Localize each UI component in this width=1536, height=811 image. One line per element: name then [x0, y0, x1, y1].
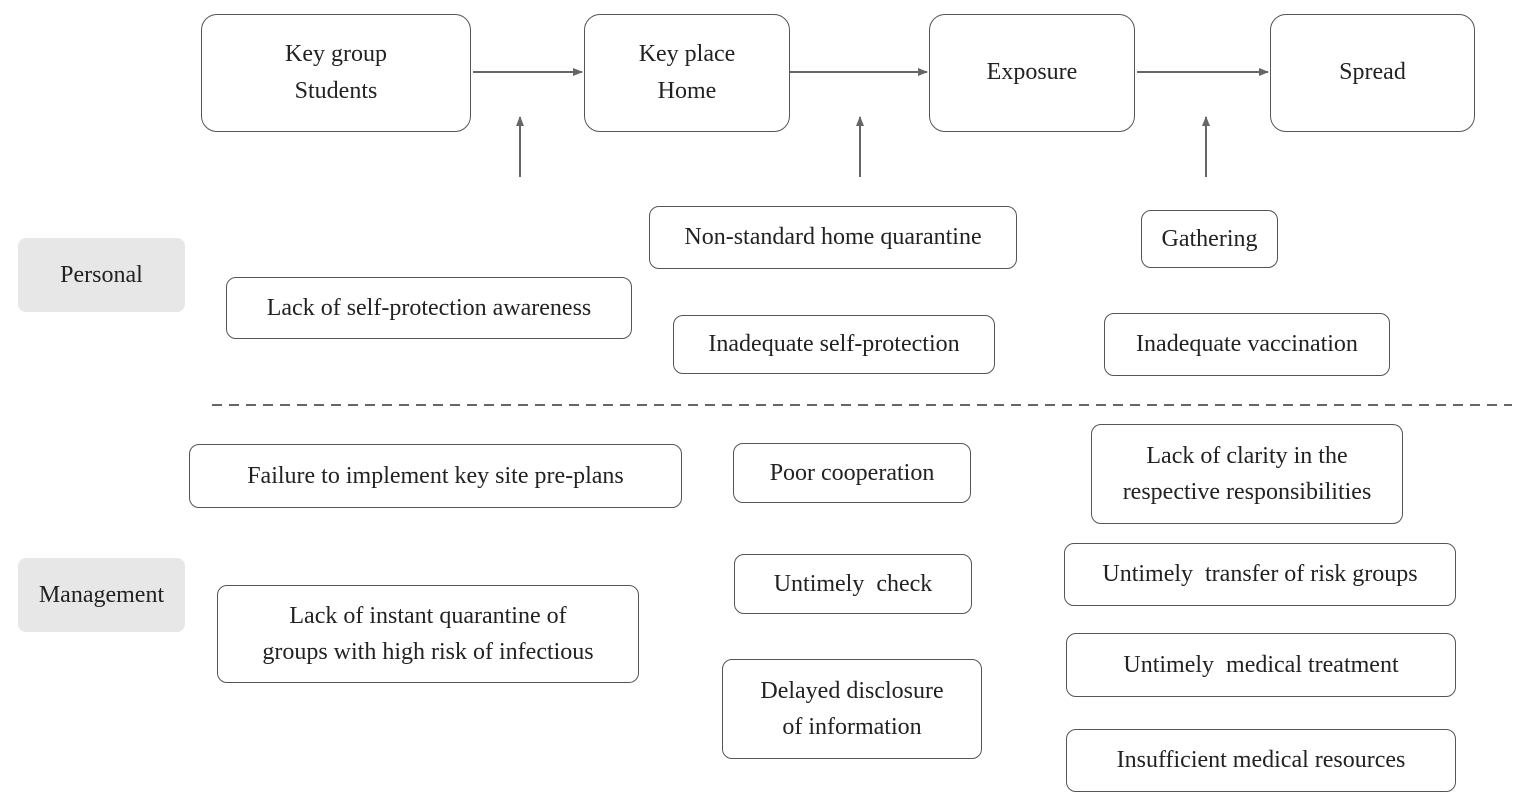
factor-site-preplans-label: Failure to implement key site pre-plans: [247, 462, 624, 489]
factor-untimely-check-label: Untimely check: [773, 570, 933, 597]
factor-delayed-disclosure: Delayed disclosure of information: [722, 659, 982, 759]
key-group-title: Key group: [285, 40, 387, 67]
factor-responsibilities-line1: Lack of clarity in the: [1146, 443, 1348, 469]
factor-medical-resources-label: Insufficient medical resources: [1116, 747, 1406, 774]
factor-home-quarantine: Non-standard home quarantine: [649, 206, 1017, 269]
factor-delayed-disclosure-line1: Delayed disclosure: [760, 678, 944, 704]
spread-label: Spread: [1339, 59, 1406, 86]
key-group-box: Key group Students: [201, 14, 471, 132]
factor-self-protection-awareness: Lack of self-protection awareness: [226, 277, 632, 339]
key-place-title: Key place: [638, 40, 736, 67]
factor-gathering: Gathering: [1141, 210, 1278, 268]
factor-self-protection-awareness-label: Lack of self-protection awareness: [266, 294, 592, 321]
factor-instant-quarantine-line1: Lack of instant quarantine of: [289, 603, 567, 629]
factor-medical-treatment: Untimely medical treatment: [1066, 633, 1456, 697]
factor-medical-resources: Insufficient medical resources: [1066, 729, 1456, 792]
category-personal: Personal: [18, 238, 185, 312]
category-management: Management: [18, 558, 185, 632]
spread-box: Spread: [1270, 14, 1475, 132]
key-place-box: Key place Home: [584, 14, 790, 132]
factor-transfer-risk-groups-label: Untimely transfer of risk groups: [1102, 561, 1418, 588]
exposure-label: Exposure: [986, 59, 1078, 86]
factor-poor-cooperation-label: Poor cooperation: [769, 459, 935, 486]
factor-medical-treatment-label: Untimely medical treatment: [1123, 651, 1399, 678]
factor-home-quarantine-label: Non-standard home quarantine: [684, 224, 982, 251]
factor-responsibilities: Lack of clarity in the respective respon…: [1091, 424, 1403, 524]
exposure-box: Exposure: [929, 14, 1135, 132]
factor-gathering-label: Gathering: [1161, 225, 1258, 252]
factor-site-preplans: Failure to implement key site pre-plans: [189, 444, 682, 508]
factor-untimely-check: Untimely check: [734, 554, 972, 614]
factor-self-protection-label: Inadequate self-protection: [708, 331, 960, 358]
category-management-label: Management: [38, 581, 165, 608]
factor-responsibilities-line2: respective responsibilities: [1122, 479, 1372, 505]
factor-vaccination-label: Inadequate vaccination: [1136, 331, 1358, 358]
factor-poor-cooperation: Poor cooperation: [733, 443, 971, 503]
factor-vaccination: Inadequate vaccination: [1104, 313, 1390, 376]
factor-self-protection: Inadequate self-protection: [673, 315, 995, 374]
key-group-value: Students: [294, 78, 378, 104]
key-place-value: Home: [657, 78, 717, 104]
factor-instant-quarantine-line2: groups with high risk of infectious: [262, 639, 594, 665]
factor-transfer-risk-groups: Untimely transfer of risk groups: [1064, 543, 1456, 606]
factor-delayed-disclosure-line2: of information: [782, 714, 922, 740]
category-personal-label: Personal: [60, 261, 143, 288]
factor-instant-quarantine: Lack of instant quarantine of groups wit…: [217, 585, 639, 683]
